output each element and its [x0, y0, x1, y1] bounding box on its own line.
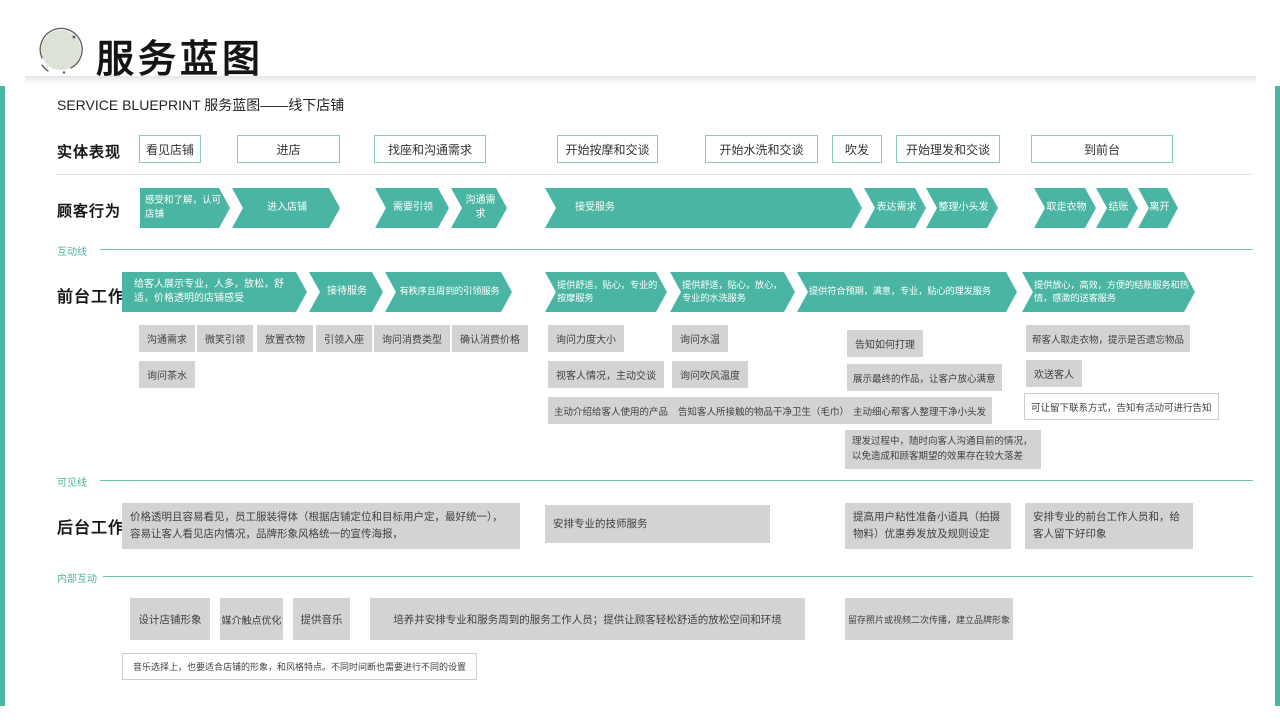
- physical-evidence-box: 吹发: [832, 135, 882, 163]
- footnote-box: 音乐选择上，也要适合店铺的形象，和风格特点。不同时间断也需要进行不同的设置: [122, 653, 478, 680]
- physical-evidence-box: 找座和沟通需求: [374, 135, 486, 163]
- customer-action-arrow: 表达需求: [864, 188, 926, 228]
- frontstage-note: 微笑引领: [197, 325, 253, 352]
- frontstage-note: 理发过程中，随时向客人沟通目前的情况，以免造成和顾客期望的效果存在较大落差: [845, 430, 1041, 470]
- frontstage-note: 主动介绍给客人使用的产品: [548, 397, 675, 424]
- internal-box: 提供音乐: [293, 598, 350, 640]
- backstage-box: 价格透明且容易看见，员工服装得体（根据店铺定位和目标用户定，最好统一），容易让客…: [122, 503, 520, 549]
- frontstage-note: 可让留下联系方式，告知有活动可进行告知: [1024, 393, 1219, 420]
- frontstage-note: 告知如何打理: [847, 330, 923, 357]
- frontstage-note: 欢送客人: [1026, 360, 1082, 387]
- frontstage-note: 告知客人所接触的物品干净卫生（毛巾）: [672, 397, 856, 424]
- physical-evidence-box: 到前台: [1031, 135, 1173, 163]
- frontstage-note: 询问水温: [672, 325, 728, 352]
- frontstage-note: 放置衣物: [257, 325, 313, 352]
- backstage-box: 安排专业的前台工作人员和，给客人留下好印象: [1025, 503, 1193, 549]
- backstage-box: 安排专业的技师服务: [545, 505, 770, 543]
- frontstage-arrow: 给客人展示专业，人多，放松，舒适，价格透明的店铺感受: [122, 272, 307, 312]
- frontstage-note: 询问茶水: [139, 361, 195, 388]
- row-label-backstage: 后台工作: [57, 520, 126, 537]
- frontstage-note: 询问吹风温度: [672, 361, 748, 388]
- backstage-box: 提高用户粘性准备小道具（拍摄物料）优惠券发放及规则设定: [845, 503, 1011, 549]
- customer-action-arrow: 需要引领: [375, 188, 449, 228]
- frontstage-note: 询问消费类型: [374, 325, 450, 352]
- frontstage-note: 引领入座: [316, 325, 372, 352]
- internal-box: 留存照片或视频二次传播，建立品牌形象: [845, 598, 1013, 640]
- frontstage-note: 帮客人取走衣物，提示是否遗忘物品: [1026, 325, 1191, 352]
- row-label-customer-actions: 顾客行为: [57, 203, 122, 220]
- left-edge-accent: [0, 86, 5, 706]
- logo-circle-icon: [30, 24, 88, 87]
- internal-box: 设计店铺形象: [130, 598, 210, 640]
- customer-action-arrow: 沟通需求: [451, 188, 507, 228]
- customer-action-arrow: 整理小头发: [926, 188, 998, 228]
- physical-evidence-box: 看见店铺: [139, 135, 201, 163]
- frontstage-note: 视客人情况，主动交谈: [548, 361, 664, 388]
- physical-evidence-box: 开始理发和交谈: [896, 135, 1000, 163]
- physical-evidence-box: 开始按摩和交谈: [557, 135, 658, 163]
- internal-interaction-line: [103, 576, 1253, 577]
- customer-action-arrow: 感受和了解，认可店铺: [140, 188, 230, 228]
- interaction-line-label: 互动线: [57, 247, 87, 258]
- internal-box: 培养并安排专业和服务周到的服务工作人员；提供让顾客轻松舒适的放松空间和环境: [370, 598, 805, 640]
- physical-evidence-box: 开始水洗和交谈: [705, 135, 818, 163]
- row-divider: [55, 174, 1253, 175]
- interaction-line: [100, 249, 1253, 250]
- customer-action-arrow: 取走衣物: [1034, 188, 1096, 228]
- header-shadow: [25, 76, 1256, 84]
- customer-action-arrow: 结账: [1096, 188, 1138, 228]
- customer-action-arrow: 接受服务: [545, 188, 862, 228]
- frontstage-note: 主动细心帮客人整理干净小头发: [847, 397, 993, 424]
- frontstage-note: 沟通需求: [139, 325, 195, 352]
- page-subtitle: SERVICE BLUEPRINT 服务蓝图——线下店铺: [57, 97, 345, 113]
- customer-action-arrow: 离开: [1138, 188, 1178, 228]
- row-label-physical-evidence: 实体表现: [57, 144, 122, 161]
- frontstage-arrow: 有秩序且周到的引领服务: [385, 272, 512, 312]
- visibility-line: [100, 480, 1253, 481]
- internal-line-label: 内部互动: [57, 574, 97, 585]
- internal-box: 媒介触点优化: [220, 598, 283, 640]
- right-edge-accent: [1275, 86, 1280, 706]
- frontstage-arrow: 接待服务: [309, 272, 383, 312]
- frontstage-arrow: 提供舒适，贴心，放心，专业的水洗服务: [670, 272, 795, 312]
- frontstage-arrow: 提供放心，高效，方便的结账服务和热情，感激的送客服务: [1022, 272, 1195, 312]
- frontstage-note: 询问力度大小: [548, 325, 624, 352]
- frontstage-note: 展示最终的作品，让客户放心满意: [847, 364, 1002, 391]
- customer-action-arrow: 进入店铺: [232, 188, 340, 228]
- page-title: 服务蓝图: [96, 39, 265, 81]
- visibility-line-label: 可见线: [57, 478, 87, 489]
- frontstage-arrow: 提供舒适，贴心，专业的按摩服务: [545, 272, 667, 312]
- physical-evidence-box: 进店: [237, 135, 340, 163]
- frontstage-arrow: 提供符合预期，满意，专业，贴心的理发服务: [797, 272, 1017, 312]
- row-label-frontstage: 前台工作: [57, 289, 126, 306]
- frontstage-note: 确认消费价格: [452, 325, 528, 352]
